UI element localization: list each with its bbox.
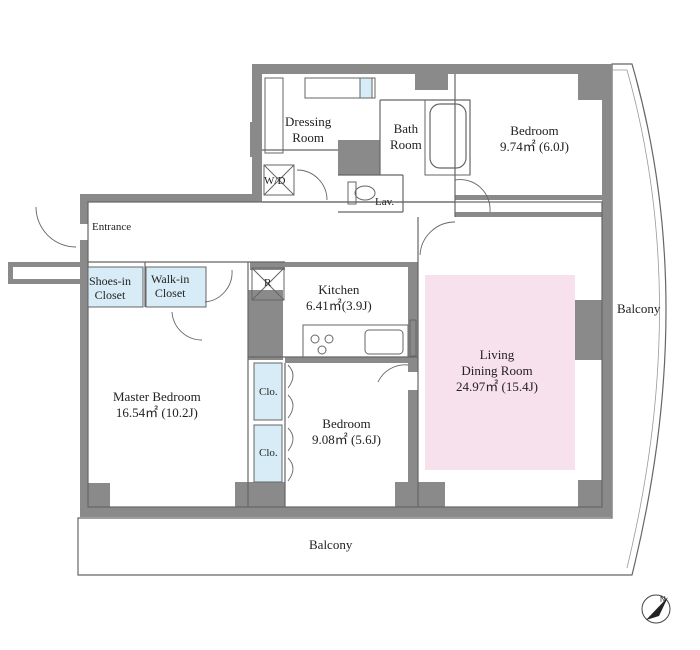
- bedroom-s-area: 9.08㎡ (5.6J): [312, 432, 381, 447]
- living-dining-area: 24.97㎡ (15.4J): [456, 379, 538, 394]
- kitchen-name: Kitchen: [318, 282, 360, 297]
- dressing-storage: [264, 77, 376, 154]
- master-bedroom-label: Master Bedroom 16.54㎡ (10.2J): [113, 389, 201, 421]
- dressing-room-line2: Room: [292, 130, 324, 145]
- kitchen-label: Kitchen 6.41㎡(3.9J): [306, 282, 372, 314]
- closets: [87, 266, 283, 483]
- bedroom-ne-area: 9.74㎡ (6.0J): [500, 139, 569, 154]
- shoes-in-closet-line2: Closet: [94, 288, 126, 302]
- living-dining-label: Living Dining Room 24.97㎡ (15.4J): [456, 347, 538, 395]
- balcony-east-label: Balcony: [617, 301, 661, 316]
- living-dining-line1: Living: [479, 347, 515, 362]
- shoes-in-closet-line1: Shoes-in: [89, 274, 131, 288]
- bath-room-line2: Room: [390, 137, 422, 152]
- kitchen-area: 6.41㎡(3.9J): [306, 298, 372, 313]
- entrance-label: Entrance: [92, 221, 132, 233]
- balcony-south-label: Balcony: [309, 537, 353, 552]
- washer-box: [263, 164, 295, 196]
- walk-in-closet-line1: Walk-in: [151, 272, 190, 286]
- balcony-east-inner: [612, 69, 660, 569]
- walk-in-closet-label: Walk-in Closet: [151, 272, 189, 300]
- master-bedroom-area: 16.54㎡ (10.2J): [115, 405, 198, 420]
- door-swings: [35, 169, 491, 482]
- walls: [8, 64, 612, 517]
- closet-1-label: Clo.: [259, 386, 278, 398]
- bath-room-line1: Bath: [393, 121, 419, 136]
- compass-circle: [641, 594, 671, 624]
- bathtub: [429, 103, 467, 169]
- bedroom-s-label: Bedroom 9.08㎡ (5.6J): [312, 416, 381, 448]
- windows: [110, 100, 610, 515]
- closet-2-label: Clo.: [259, 447, 278, 459]
- compass-label: N: [660, 595, 666, 604]
- bedroom-ne-name: Bedroom: [510, 123, 559, 138]
- balcony-east-outline: [77, 63, 667, 576]
- dressing-room-line1: Dressing: [285, 114, 332, 129]
- refrigerator-label: R: [264, 277, 272, 289]
- bedroom-ne-label: Bedroom 9.74㎡ (6.0J): [500, 123, 569, 155]
- bathtub-outer: [424, 99, 471, 176]
- living-dining-highlight: [425, 275, 575, 470]
- refrigerator-box: [251, 267, 285, 301]
- master-bedroom-name: Master Bedroom: [113, 389, 201, 404]
- dressing-room-label: Dressing Room: [285, 114, 331, 146]
- living-dining-line2: Dining Room: [461, 363, 533, 378]
- walk-in-closet-line2: Closet: [154, 286, 186, 300]
- bedroom-s-name: Bedroom: [322, 416, 371, 431]
- lav-label: Lav.: [375, 196, 395, 208]
- toilet: [347, 181, 376, 205]
- compass: N: [641, 594, 671, 624]
- shoes-in-closet-label: Shoes-in Closet: [89, 274, 131, 302]
- wd-label: W/D: [264, 175, 286, 187]
- bath-room-label: Bath Room: [390, 121, 422, 153]
- compass-needle-icon: [646, 597, 668, 620]
- kitchen-counter: [302, 319, 417, 358]
